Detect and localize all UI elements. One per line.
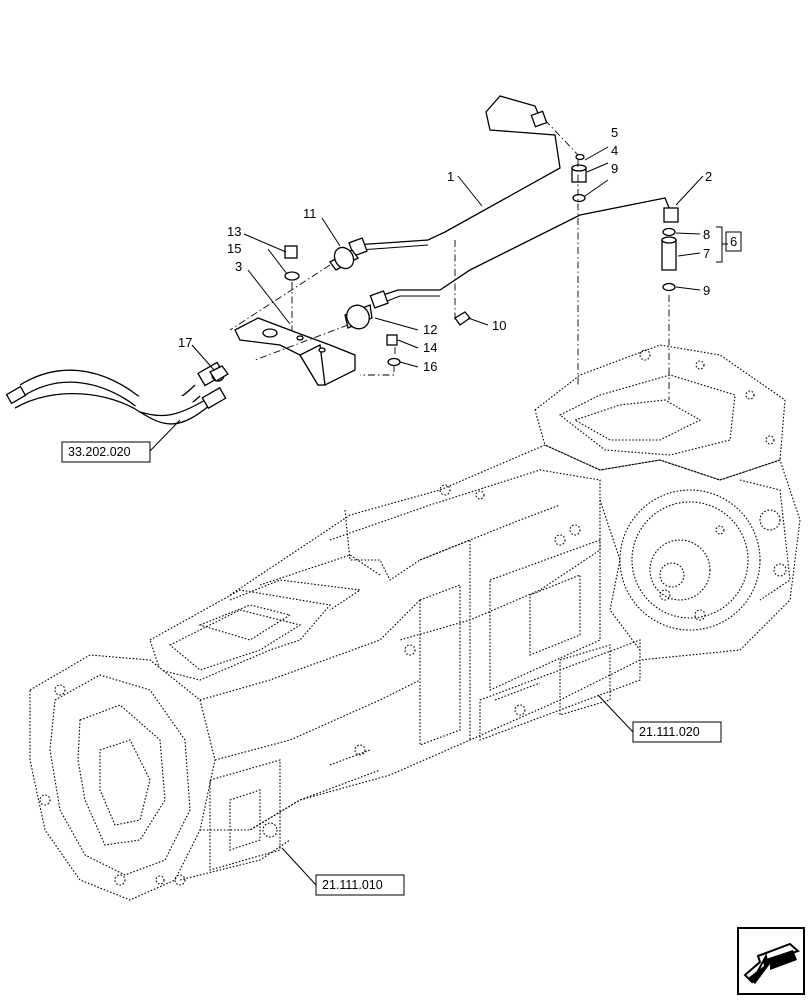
fittings-and-seals <box>209 153 677 382</box>
reference-21-111-020-text: 21.111.020 <box>639 725 700 739</box>
callout-4: 4 <box>611 143 618 158</box>
assembly-lines <box>229 119 670 400</box>
callout-15: 15 <box>227 241 241 256</box>
transmission-housing <box>29 344 801 901</box>
callout-2: 2 <box>705 169 712 184</box>
leader-lines <box>149 146 728 886</box>
reference-33-202-020[interactable]: 33.202.020 <box>61 441 151 463</box>
callout-17: 17 <box>178 335 192 350</box>
reference-33-202-020-text: 33.202.020 <box>68 445 131 459</box>
callout-1: 1 <box>447 169 454 184</box>
reference-21-111-010-text: 21.111.010 <box>322 878 383 892</box>
callout-7: 7 <box>703 246 710 261</box>
callout-9-lower: 9 <box>703 283 710 298</box>
reference-labels: 33.202.020 21.111.020 21.111.010 <box>61 441 722 896</box>
callout-5: 5 <box>611 125 618 140</box>
callout-6-box <box>725 231 742 252</box>
mounting-bracket <box>234 317 356 386</box>
callout-12: 12 <box>423 322 437 337</box>
hydraulic-hose-assembly <box>5 361 227 425</box>
next-page-arrow-icon[interactable] <box>737 927 805 995</box>
callout-numbers: 1 2 3 5 4 9 8 7 6 9 10 11 12 13 14 15 16… <box>178 125 742 374</box>
callout-3: 3 <box>235 259 242 274</box>
hydraulic-pipes <box>348 95 679 309</box>
reference-21-111-020[interactable]: 21.111.020 <box>632 721 722 743</box>
reference-21-111-010[interactable]: 21.111.010 <box>315 874 405 896</box>
callout-9-upper: 9 <box>611 161 618 176</box>
callout-8: 8 <box>703 227 710 242</box>
callout-11: 11 <box>303 206 317 221</box>
callout-13: 13 <box>227 224 241 239</box>
callout-10: 10 <box>492 318 506 333</box>
callout-14: 14 <box>423 340 437 355</box>
callout-16: 16 <box>423 359 437 374</box>
callout-6: 6 <box>730 234 737 249</box>
